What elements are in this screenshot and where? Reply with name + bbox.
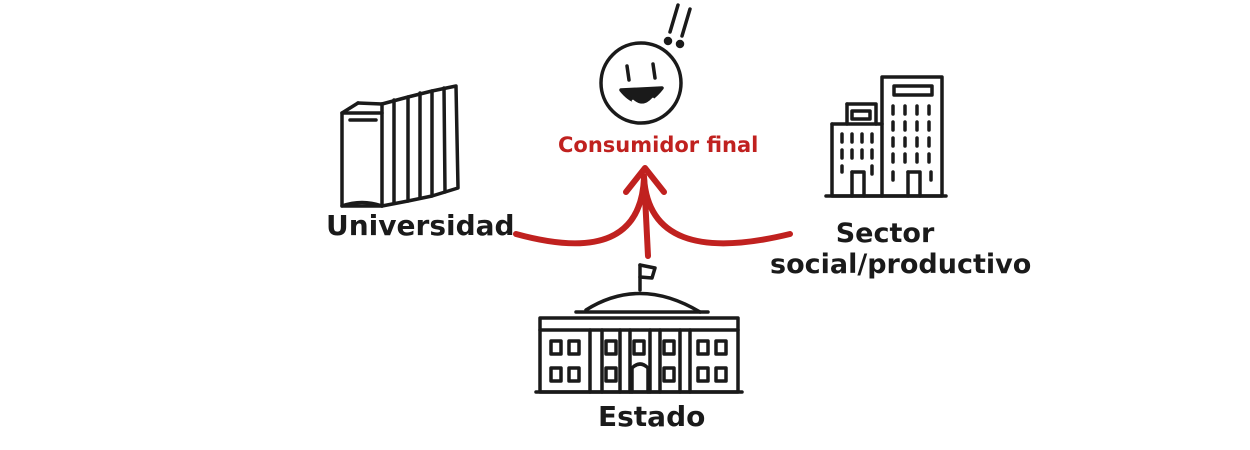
- exclamation-marks-icon: [663, 3, 692, 49]
- label-estado: Estado: [598, 400, 706, 433]
- arrow-from-universidad: [513, 175, 647, 247]
- label-sector: Sector social/productivo: [770, 218, 1032, 281]
- government-building-icon: [534, 263, 744, 394]
- arrow-from-sector: [641, 175, 793, 247]
- convergence-arrows: [513, 165, 793, 259]
- label-sector-line1: Sector: [835, 218, 935, 249]
- books-icon: [340, 84, 460, 208]
- office-buildings-icon: [824, 75, 948, 198]
- label-universidad: Universidad: [326, 209, 515, 242]
- arrowhead: [623, 165, 667, 195]
- label-sector-line2: social/productivo: [770, 249, 1032, 281]
- smiley-face-icon: [599, 41, 683, 125]
- arrow-from-estado: [641, 173, 651, 259]
- label-consumidor-final: Consumidor final: [558, 133, 759, 157]
